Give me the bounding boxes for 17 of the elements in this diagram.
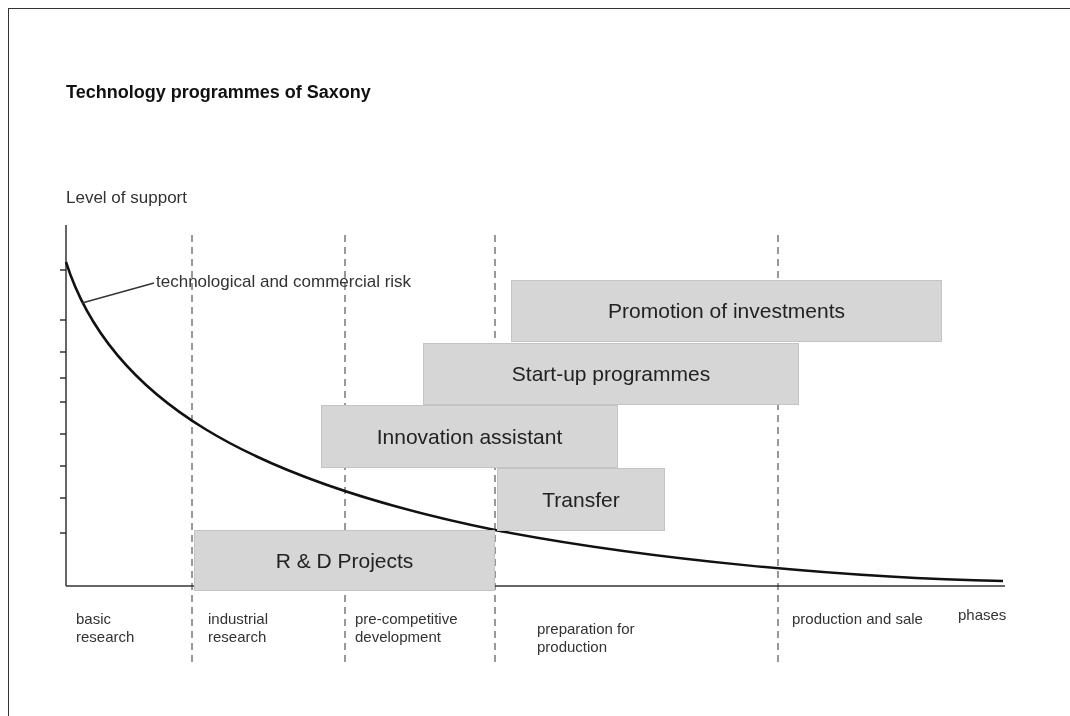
programme-name: Innovation assistant	[376, 424, 563, 449]
risk-curve	[64, 261, 1004, 583]
leader-line	[81, 282, 155, 304]
phase-label: basic research	[76, 610, 136, 646]
axis-label: Level of support	[66, 188, 187, 208]
curve-label: technological and commercial risk	[156, 272, 412, 292]
phase-label: industrial research	[208, 610, 270, 646]
programme-name: R & D Projects	[275, 548, 414, 573]
phase-label: production and sale	[792, 610, 923, 628]
phase-label: pre-competitive development	[355, 610, 459, 646]
programme-name: Promotion of investments	[608, 299, 845, 323]
axis-label: phases	[958, 606, 1007, 624]
programme-name: Start-up programmes	[511, 362, 711, 386]
phase-label: preparation for production	[537, 620, 636, 656]
diagram-title: Technology programmes of Saxony	[66, 82, 371, 103]
programme-name: Transfer	[542, 487, 620, 512]
programme-bar	[194, 530, 495, 591]
